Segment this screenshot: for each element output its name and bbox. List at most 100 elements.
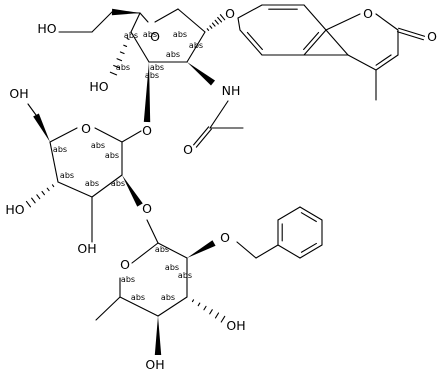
gal-ring-bond [91, 174, 123, 198]
stereo-label: abs [166, 50, 180, 59]
glcnac-c4-oh-hash [126, 37, 130, 40]
stereo-label: abs [189, 41, 203, 50]
stereo-label: abs [131, 293, 145, 302]
acetyl-bond [209, 100, 229, 129]
fuc-c3-oh-hash [209, 309, 213, 315]
glcnac-c1-o-hash [214, 19, 219, 25]
glcnac-ring-bond [177, 8, 206, 33]
stereo-label: abs [143, 30, 157, 39]
fuc-c2-o-wedge [187, 240, 216, 258]
glcnac-c1-o-hash [217, 16, 223, 23]
gal-ring-bond [57, 181, 93, 198]
acetyl-carbonyl-bond [193, 126, 210, 146]
atom-label-oh-gal-3: OH [77, 241, 96, 256]
stereo-label: abs [165, 263, 179, 272]
benzyl-ring-bond [277, 206, 301, 221]
atom-label-oh-glcnac-4: HO [89, 79, 108, 94]
glcnac-c4-oh-hash [109, 71, 118, 76]
fuc-link-bond [146, 219, 159, 244]
stereo-label: abs [155, 245, 169, 254]
stereo-label: abs [111, 179, 125, 188]
atom-label-oh-fuc-3: OH [226, 318, 245, 333]
atom-label-o-acetyl-carbonyl: O [183, 142, 193, 157]
atom-label-oh-glcnac-6: HO [37, 21, 56, 36]
fuc-methyl-bond [95, 296, 121, 321]
stereo-label: abs [161, 293, 175, 302]
atom-label-o-link-glcnac-gal: O [142, 123, 152, 138]
fuc-ring-bond [131, 242, 159, 264]
fuc-c3-oh-hash [214, 312, 220, 319]
coumarin-bond [246, 31, 263, 51]
acetyl-carbonyl-bond [195, 128, 212, 148]
fuc-ring-bond [119, 296, 159, 317]
stereo-label: abs [116, 63, 130, 72]
glcnac-c3-o-wedge [143, 62, 151, 123]
atom-label-oh-gal-4: HO [5, 202, 24, 217]
stereo-label: abs [124, 31, 138, 40]
glcnac-c1-o-hash [211, 22, 216, 27]
stereo-label: abs [173, 30, 187, 39]
benzyl-ring-bond [300, 242, 317, 253]
benzyl-ring-bond [299, 244, 323, 259]
stereo-label: abs [121, 275, 135, 284]
gal-c1-o-bond [121, 130, 142, 143]
fuc-ring-bond [157, 242, 188, 259]
coumarin-carbonyl-bond [396, 31, 425, 41]
benzyl-ring-bond [300, 212, 317, 223]
benzyl-ch2-bond [236, 241, 257, 259]
gal-ring-bond [49, 141, 59, 183]
glcnac-c6-bond [91, 11, 113, 33]
fuc-c3-oh-hash [220, 315, 226, 323]
stereo-label: abs [53, 145, 67, 154]
gal-c6-bond [27, 103, 37, 116]
coumarin-bond [375, 54, 392, 66]
gal-c4-oh-hash [41, 190, 45, 196]
stereo-label: abs [60, 171, 74, 180]
coumarin-bond [237, 17, 241, 31]
glcnac-ring-bond [186, 31, 206, 63]
coumarin-bond [325, 29, 349, 56]
glcnac-ring-bond [139, 12, 149, 23]
gal-c4-oh-hash [46, 187, 50, 192]
glcnac-c4-oh-hash [119, 51, 125, 55]
coumarin-carbonyl-bond [397, 27, 426, 37]
coumarin-bond [375, 13, 399, 31]
gal-c4-oh-hash [25, 200, 32, 208]
stereo-label: abs [85, 179, 99, 188]
atom-label-oh-fuc-4: OH [145, 357, 164, 372]
gal-c4-oh-hash [31, 197, 36, 204]
gal-c5-wedge [33, 113, 50, 142]
gal-ring-bond [94, 127, 123, 143]
gal-c2-o-wedge [122, 175, 143, 207]
fuc-c3-oh-hash [191, 299, 195, 303]
atom-label-nh-acetamido: NH [222, 83, 241, 98]
stereo-label: abs [150, 63, 164, 72]
atom-label-o-coumarin-ring: O [363, 6, 373, 21]
gal-c4-oh-hash [51, 184, 55, 188]
atom-label-o-ring-glcnac: O [150, 29, 160, 44]
glcnac-ring-bond [130, 31, 150, 63]
fuc-ring-bond [157, 296, 188, 317]
stereo-label: abs [91, 141, 105, 150]
fuc-c3-oh-hash [197, 302, 201, 307]
coumarin-bond [347, 54, 377, 71]
glcnac-c1-o-hash [209, 25, 213, 29]
atom-label-oh-gal-6: OH [9, 86, 28, 101]
glcnac-c1-o-hash [219, 14, 226, 21]
coumarin-bond [303, 29, 327, 56]
atom-label-o-benzyl: O [220, 230, 230, 245]
glcnac-c4-oh-hash [116, 58, 123, 62]
stereo-label: abs [145, 71, 159, 80]
fuc-c4-oh-wedge [154, 316, 162, 355]
glcnac-c4-oh-hash [113, 64, 120, 69]
stereo-label: abs [105, 151, 119, 160]
gal-ring-bond [49, 127, 78, 143]
coumarin-bond [239, 29, 263, 56]
atom-label-o-coumarin-carbonyl: O [427, 29, 437, 44]
benzyl-ring-bond [299, 206, 323, 221]
coumarin-bond [237, 4, 263, 19]
atom-label-o-link-gal-fuc: O [142, 201, 152, 216]
glcnac-c5-wedge [111, 8, 140, 16]
coumarin-bond [325, 13, 361, 31]
